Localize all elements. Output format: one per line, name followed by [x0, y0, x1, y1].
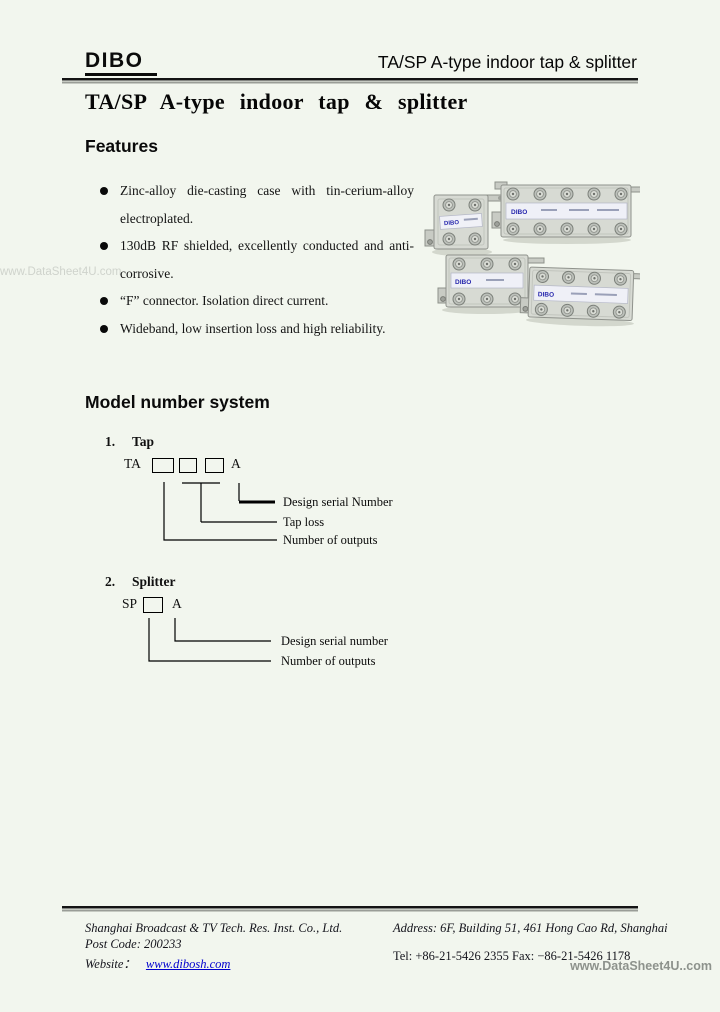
feature-text: 130dB RF shielded, excellently conducted…	[120, 238, 414, 281]
tap-label-design-serial: Design serial Number	[283, 495, 393, 509]
footer-website-label: Website：	[85, 957, 136, 971]
watermark-left: www.DataSheet4U.com	[0, 266, 122, 278]
tap-prefix: TA	[124, 456, 141, 471]
feature-item: 130dB RF shielded, excellently conducted…	[100, 232, 414, 287]
header-doc-title: TA/SP A-type indoor tap & splitter	[377, 52, 637, 72]
features-list: Zinc-alloy die-casting case with tin-cer…	[100, 177, 414, 342]
splitter-digit-box	[143, 597, 163, 613]
feature-item: Zinc-alloy die-casting case with tin-cer…	[100, 177, 414, 232]
footer-address: Address: 6F, Building 51, 461 Hong Cao R…	[393, 921, 668, 935]
website-link[interactable]: www.dibosh.com	[145, 957, 231, 971]
watermark-bottom-right: www.DataSheet4U..com	[570, 959, 712, 973]
device-label-text: DIBO	[444, 220, 460, 227]
footer-postcode: Post Code: 200233	[85, 936, 182, 951]
tap-digit-box-2	[179, 458, 197, 473]
bullet-icon	[100, 242, 108, 250]
model-number-heading: Model number system	[85, 392, 270, 412]
tap-title: Tap	[132, 434, 155, 449]
tap-label-outputs: Number of outputs	[283, 533, 378, 547]
feature-item: Wideband, low insertion loss and high re…	[100, 315, 414, 343]
splitter-diagram-lines	[148, 618, 271, 662]
bullet-icon	[100, 297, 108, 305]
logo-underline	[85, 73, 157, 76]
feature-text: “F” connector. Isolation direct current.	[120, 293, 329, 308]
device-8way-tap: DIBO	[491, 181, 646, 244]
splitter-label-outputs: Number of outputs	[281, 654, 376, 668]
footer-rule	[62, 906, 638, 912]
feature-text: Zinc-alloy die-casting case with tin-cer…	[120, 183, 414, 226]
product-photos: DIBO DIBO	[424, 170, 651, 332]
footer-website-row: Website： www.dibosh.com	[85, 957, 385, 973]
feature-text: Wideband, low insertion loss and high re…	[120, 320, 386, 336]
splitter-label-design-serial: Design serial number	[281, 634, 388, 648]
device-label-text: DIBO	[455, 279, 471, 286]
tap-suffix: A	[231, 456, 241, 471]
device-8way-splitter: DIBO	[519, 266, 651, 327]
bullet-icon	[100, 187, 108, 195]
splitter-prefix: SP	[122, 596, 138, 611]
header-rule	[62, 78, 638, 84]
page-title: TA/SP A-type indoor tap & splitter	[85, 89, 468, 114]
splitter-model-diagram: 2. Splitter SP A Design serial number Nu…	[85, 568, 495, 680]
splitter-suffix: A	[172, 596, 182, 611]
footer-right-column: Address: 6F, Building 51, 461 Hong Cao R…	[393, 921, 693, 964]
tap-digit-box-1	[152, 458, 174, 473]
feature-item: “F” connector. Isolation direct current.	[100, 287, 414, 315]
device-small-tap: DIBO	[424, 194, 505, 256]
device-6way: DIBO	[437, 254, 545, 314]
footer-tel-fax: Tel: +86-21-5426 2355 Fax: −86-21-5426 1…	[393, 948, 631, 963]
footer-left-column: Shanghai Broadcast & TV Tech. Res. Inst.…	[85, 921, 385, 973]
tap-digit-box-3	[205, 458, 224, 473]
tap-label-tap-loss: Tap loss	[283, 515, 325, 529]
splitter-title: Splitter	[132, 574, 176, 589]
bullet-icon	[100, 324, 108, 333]
product-photos-illustration: DIBO DIBO	[424, 181, 651, 327]
tap-diagram-lines	[163, 482, 277, 541]
features-heading: Features	[85, 136, 158, 156]
footer-company: Shanghai Broadcast & TV Tech. Res. Inst.…	[85, 921, 343, 935]
tap-index: 1.	[105, 434, 116, 449]
device-label-text: DIBO	[511, 209, 527, 216]
dibo-logo: DIBO	[85, 49, 144, 72]
splitter-index: 2.	[105, 574, 116, 589]
tap-model-diagram: 1. Tap TA A Design serial Number Tap los…	[85, 430, 495, 558]
device-label-text: DIBO	[538, 291, 554, 299]
